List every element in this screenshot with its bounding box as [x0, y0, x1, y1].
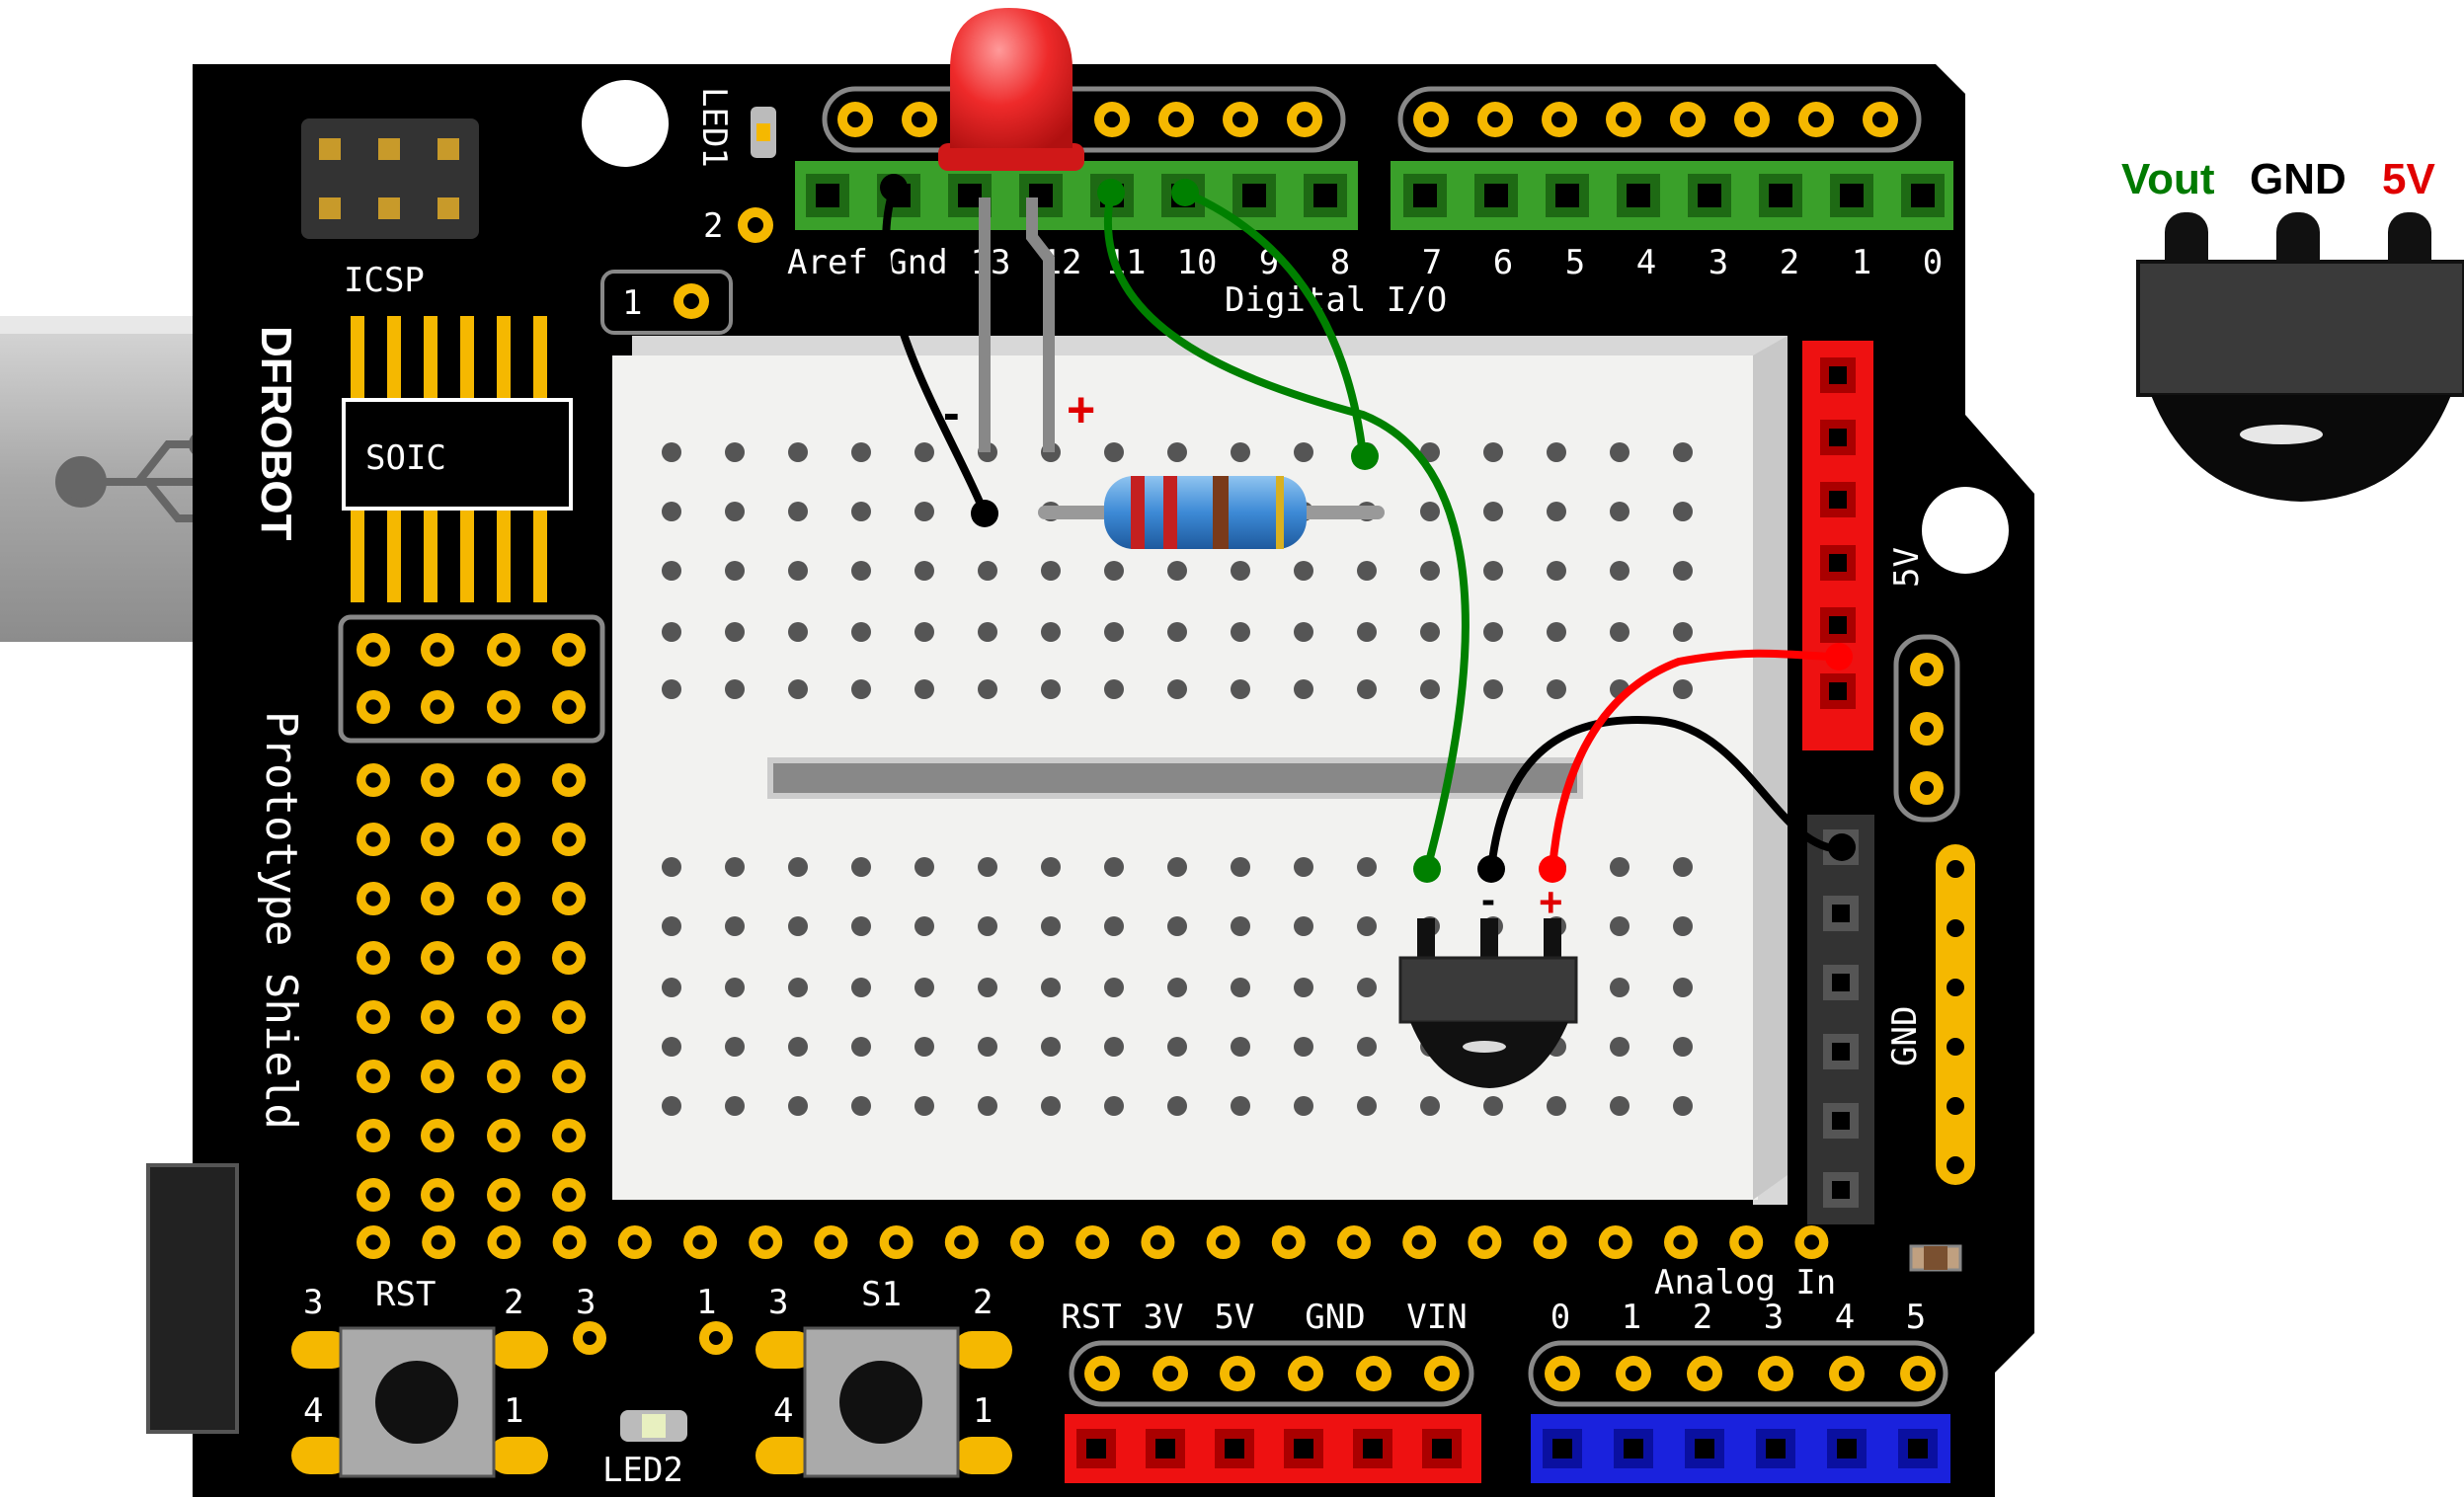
svg-text:VIN: VIN — [1406, 1298, 1467, 1337]
pin-label: 0 — [1923, 243, 1943, 282]
pin-label: 5 — [1565, 243, 1585, 282]
led2: LED2 — [602, 1410, 687, 1490]
5v-label: 5V — [2382, 155, 2435, 203]
breadboard — [612, 336, 1788, 1205]
svg-text:1: 1 — [973, 1391, 993, 1431]
svg-text:3: 3 — [303, 1283, 323, 1322]
svg-text:1: 1 — [504, 1391, 523, 1431]
wire-5v-red — [1549, 649, 1838, 870]
resistor — [1038, 476, 1385, 549]
svg-text:4: 4 — [303, 1391, 323, 1431]
wire-pin10-green — [1183, 189, 1367, 455]
svg-text:RST: RST — [375, 1275, 436, 1314]
pin-label: 1 — [1852, 243, 1871, 282]
breadboard-plus: + — [1067, 382, 1095, 437]
board-name: Prototype Shield — [256, 711, 306, 1130]
vout-label: Vout — [2121, 155, 2215, 203]
pin-label: 4 — [1636, 243, 1656, 282]
header-1: 1 — [600, 270, 733, 335]
svg-text:3: 3 — [768, 1283, 788, 1322]
svg-text:4: 4 — [1835, 1298, 1855, 1337]
svg-text:GND: GND — [1885, 1006, 1925, 1066]
soic-footprint: SOIC — [342, 316, 573, 602]
reset-button[interactable]: 3 RST 2 4 1 — [291, 1275, 548, 1478]
svg-text:2: 2 — [973, 1283, 993, 1322]
temperature-sensor — [1398, 918, 1578, 1088]
svg-text:2: 2 — [703, 206, 723, 246]
bottom-pad-row — [357, 1225, 1829, 1259]
svg-text:SOIC: SOIC — [365, 438, 446, 478]
pin-label: Gnd — [887, 243, 947, 282]
brand-logo: DFROBOT — [252, 326, 300, 541]
sensor-plus: + — [1539, 879, 1563, 925]
wire-pin11-green — [1103, 192, 1470, 871]
svg-text:5: 5 — [1906, 1298, 1926, 1337]
led-icon — [950, 8, 1073, 148]
pin-label: 10 — [1177, 243, 1218, 282]
svg-text:2: 2 — [504, 1283, 523, 1322]
svg-text:ICSP: ICSP — [344, 261, 425, 300]
svg-text:1: 1 — [622, 283, 642, 323]
svg-text:1: 1 — [696, 1283, 716, 1322]
icsp-header: ICSP — [301, 118, 479, 300]
sensor-pinout-legend: Vout GND 5V — [2121, 155, 2464, 502]
prototype-pads — [338, 614, 605, 1212]
wire-gnd-sensor-black — [1487, 716, 1843, 870]
pad-strip — [1936, 844, 1975, 1185]
svg-text:3V: 3V — [1144, 1298, 1184, 1337]
digital-io-label: Digital I/O — [1225, 280, 1447, 320]
sensor-minus: - — [1481, 876, 1495, 922]
digital-pin-labels: Aref Gnd 13 12 11 10 9 8 7 6 5 4 3 2 1 0 — [787, 243, 1943, 282]
breadboard-minus: - — [943, 385, 960, 440]
svg-text:3: 3 — [576, 1283, 596, 1322]
svg-text:0: 0 — [1550, 1298, 1570, 1337]
temperature-sensor-icon — [2136, 212, 2464, 502]
svg-text:LED2: LED2 — [602, 1451, 683, 1490]
pin-label: 8 — [1330, 243, 1350, 282]
svg-text:GND: GND — [1305, 1298, 1365, 1337]
analog-header: Analog In 0 1 2 3 4 5 — [1528, 1263, 1950, 1483]
red-led — [938, 8, 1084, 171]
push-button-icon — [375, 1361, 458, 1444]
power-header: RST 3V 5V GND VIN — [1061, 1298, 1481, 1483]
push-button-icon — [839, 1361, 922, 1444]
power-jack — [146, 1163, 239, 1434]
svg-text:5V: 5V — [1215, 1298, 1255, 1337]
svg-text:3: 3 — [1764, 1298, 1784, 1337]
svg-text:5V: 5V — [1887, 547, 1927, 588]
pin-label: 2 — [1780, 243, 1799, 282]
svg-text:2: 2 — [1693, 1298, 1712, 1337]
svg-text:1: 1 — [1622, 1298, 1641, 1337]
svg-text:RST: RST — [1061, 1298, 1121, 1337]
led1-label: LED1 — [694, 87, 734, 168]
mounting-hole — [582, 80, 669, 167]
s1-button[interactable]: 1 3 S1 2 4 1 — [696, 1275, 1012, 1478]
header-5v: 5V — [1802, 341, 1927, 750]
svg-text:S1: S1 — [861, 1275, 902, 1314]
pin-label: Aref — [787, 243, 868, 282]
gnd-label: GND — [2250, 155, 2346, 203]
three-pin-header — [1893, 634, 1960, 823]
breadboard-channel — [767, 757, 1583, 799]
pin-label: 7 — [1422, 243, 1442, 282]
svg-text:Analog In: Analog In — [1654, 1263, 1836, 1302]
mounting-hole — [1922, 487, 2009, 574]
pin-label: 6 — [1493, 243, 1513, 282]
resistor-icon — [1104, 476, 1307, 549]
pin-label: 3 — [1709, 243, 1728, 282]
wire-gnd-black — [882, 186, 989, 515]
header-gnd: GND — [1807, 815, 1925, 1224]
svg-text:4: 4 — [773, 1391, 793, 1431]
